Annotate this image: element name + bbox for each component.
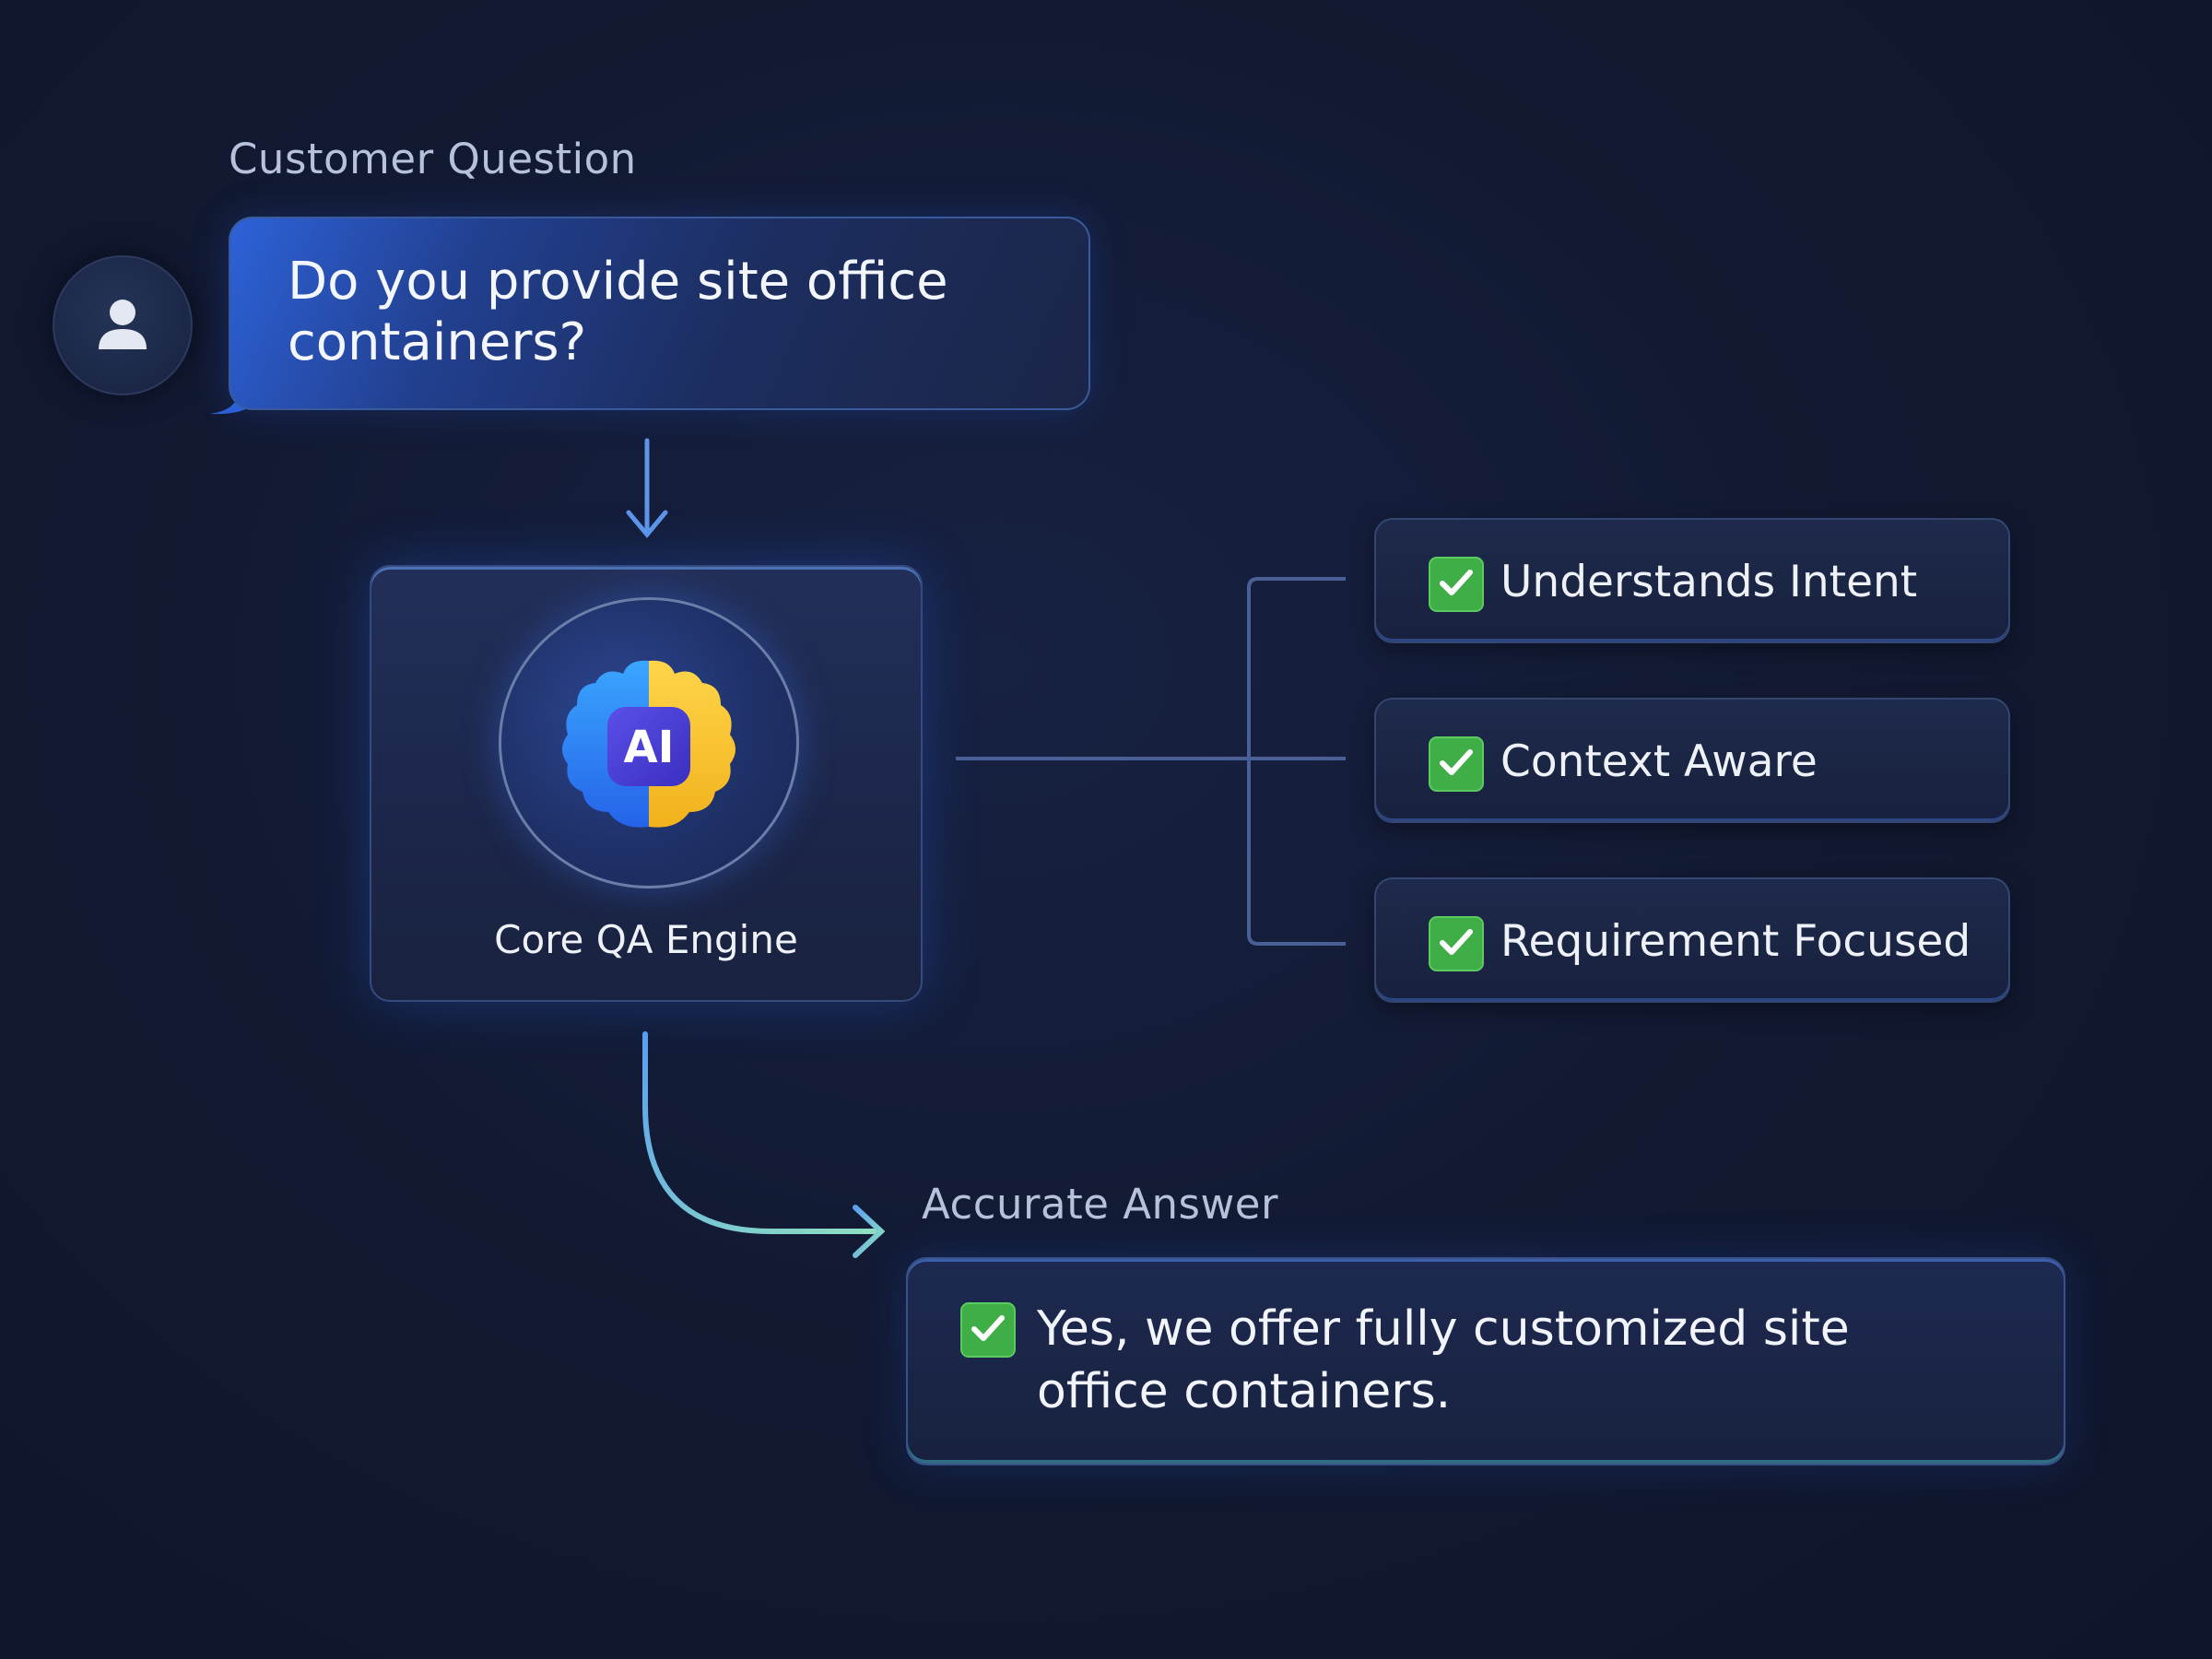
user-avatar xyxy=(53,255,193,395)
checkmark-icon xyxy=(960,1302,1016,1358)
answer-text: Yes, we offer fully customized site offi… xyxy=(1037,1301,1850,1419)
feature-label: Requirement Focused xyxy=(1500,916,1971,967)
feature-card-context-aware: Context Aware xyxy=(1374,698,2010,823)
accurate-answer-card: Yes, we offer fully customized site offi… xyxy=(906,1257,2065,1465)
user-icon xyxy=(99,300,147,349)
feature-label: Understands Intent xyxy=(1500,557,1918,607)
checkmark-icon xyxy=(1429,557,1484,612)
engine-title: Core QA Engine xyxy=(494,917,798,962)
checkmark-icon xyxy=(1429,736,1484,792)
feature-label: Context Aware xyxy=(1500,736,1818,787)
customer-question-bubble: Do you provide site office containers? xyxy=(229,217,1090,410)
customer-question-text: Do you provide site office containers? xyxy=(288,252,948,372)
brain-icon: AI xyxy=(562,660,735,828)
question-section-label: Customer Question xyxy=(229,135,637,183)
checkmark-icon xyxy=(1429,916,1484,971)
engine-icon-circle: AI xyxy=(499,597,799,888)
feature-card-requirement-focused: Requirement Focused xyxy=(1374,877,2010,1003)
feature-card-understands-intent: Understands Intent xyxy=(1374,518,2010,643)
core-qa-engine-card: AI Core QA Engine xyxy=(370,565,923,1002)
down-arrow xyxy=(626,438,668,538)
answer-section-label: Accurate Answer xyxy=(922,1180,1278,1229)
feature-branch-lines xyxy=(956,577,1346,946)
ai-badge-text: AI xyxy=(623,722,674,773)
answer-arrow xyxy=(642,1031,886,1258)
